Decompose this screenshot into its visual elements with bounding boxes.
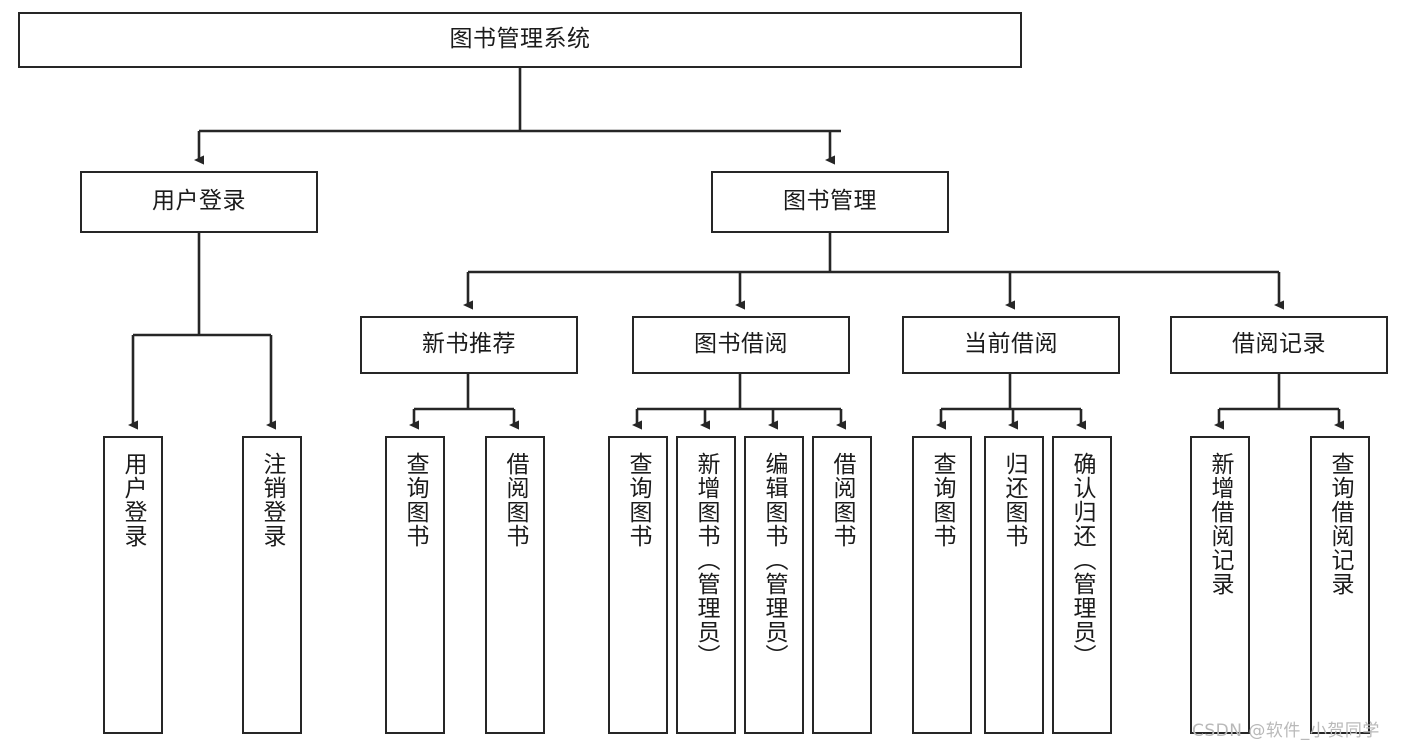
node-book-management-system[interactable]: 图书管理系统: [18, 12, 1022, 68]
node-current-borrowing[interactable]: 当前借阅: [902, 316, 1120, 374]
node-label: 查询图书: [402, 452, 429, 548]
edge-group-user-login: [128, 233, 276, 430]
node-leaf-user-login[interactable]: 用户登录: [103, 436, 163, 734]
node-new-book-recommendation[interactable]: 新书推荐: [360, 316, 578, 374]
node-leaf-query-books-cb[interactable]: 查询图书: [912, 436, 972, 734]
node-label: 查询图书: [625, 452, 652, 548]
edge-group-book-borrow: [632, 374, 846, 430]
edge-group-borrow-record: [1214, 374, 1344, 430]
node-book-borrowing[interactable]: 图书借阅: [632, 316, 850, 374]
node-label: 借阅图书: [502, 452, 529, 548]
node-label: 图书管理系统: [449, 26, 591, 53]
node-book-management[interactable]: 图书管理: [711, 171, 949, 233]
node-label: 查询图书: [929, 452, 956, 548]
node-label: 当前借阅: [964, 331, 1058, 358]
node-borrowing-record[interactable]: 借阅记录: [1170, 316, 1388, 374]
node-leaf-confirm-return-admin[interactable]: 确认归还（管理员）: [1052, 436, 1112, 734]
edge-group-book-manage: [463, 233, 1284, 310]
node-label: 确认归还（管理员）: [1069, 452, 1096, 668]
node-label: 图书借阅: [694, 331, 788, 358]
node-label: 借阅图书: [829, 452, 856, 548]
node-label: 用户登录: [152, 188, 246, 215]
node-label: 用户登录: [120, 452, 147, 548]
node-label: 新增图书（管理员）: [693, 452, 720, 668]
node-leaf-edit-book-admin[interactable]: 编辑图书（管理员）: [744, 436, 804, 734]
node-leaf-borrow-books-nbr[interactable]: 借阅图书: [485, 436, 545, 734]
node-leaf-query-borrow-record[interactable]: 查询借阅记录: [1310, 436, 1370, 734]
node-leaf-query-books-nbr[interactable]: 查询图书: [385, 436, 445, 734]
edge-group-root: [194, 68, 841, 165]
node-label: 图书管理: [783, 188, 877, 215]
edge-group-current-borrow: [936, 374, 1086, 430]
node-leaf-logout[interactable]: 注销登录: [242, 436, 302, 734]
edge-group-new-book-rec: [409, 374, 519, 430]
node-leaf-query-books-bb[interactable]: 查询图书: [608, 436, 668, 734]
node-leaf-borrow-books-bb[interactable]: 借阅图书: [812, 436, 872, 734]
node-label: 查询借阅记录: [1327, 452, 1354, 596]
node-user-login[interactable]: 用户登录: [80, 171, 318, 233]
node-label: 新书推荐: [422, 331, 516, 358]
node-label: 编辑图书（管理员）: [761, 452, 788, 668]
node-label: 新增借阅记录: [1207, 452, 1234, 596]
node-leaf-add-book-admin[interactable]: 新增图书（管理员）: [676, 436, 736, 734]
node-leaf-add-borrow-record[interactable]: 新增借阅记录: [1190, 436, 1250, 734]
node-label: 借阅记录: [1232, 331, 1326, 358]
node-leaf-return-books[interactable]: 归还图书: [984, 436, 1044, 734]
node-label: 注销登录: [259, 452, 286, 548]
csdn-watermark: CSDN @软件_小贺同学: [1192, 721, 1380, 741]
node-label: 归还图书: [1001, 452, 1028, 548]
